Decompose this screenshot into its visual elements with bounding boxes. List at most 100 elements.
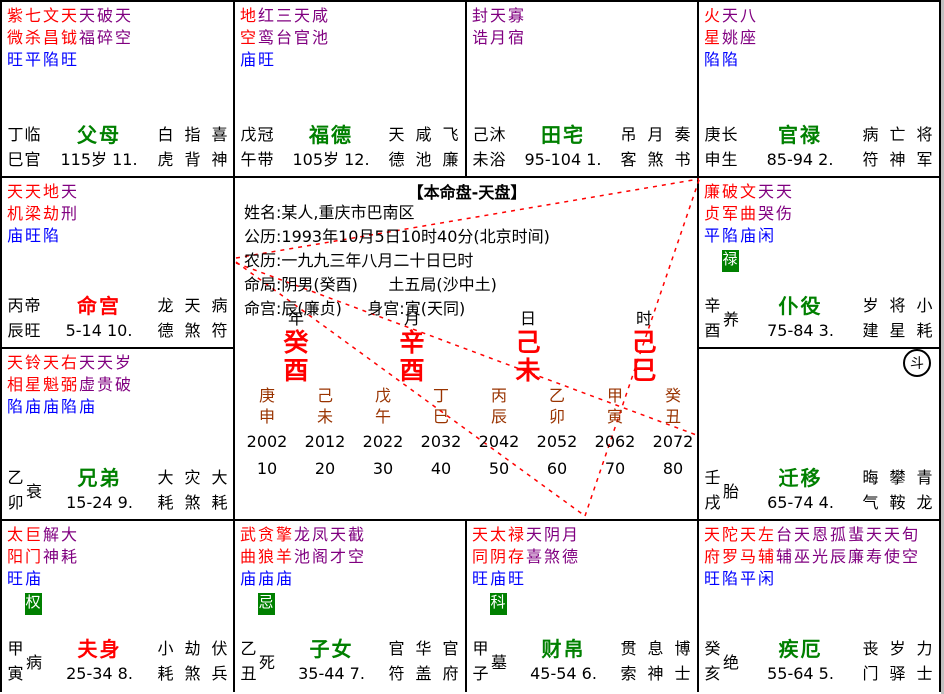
phase-char: 浴 [489, 150, 506, 169]
star-char: 台 [275, 28, 292, 47]
god: 攀鞍 [889, 465, 906, 515]
brightness: 旺 [471, 569, 488, 588]
star-char: 曲 [739, 204, 756, 223]
god-char: 龙 [916, 493, 933, 512]
decade-year: 2002 [246, 432, 288, 451]
star-char: 台 [775, 525, 792, 544]
branch-char: 寅 [7, 664, 24, 683]
star: 武曲庙 [239, 524, 257, 615]
life-phase: 衰 [26, 482, 43, 501]
palace-name: 夫身 [77, 637, 122, 661]
decade-stem: 丙 [490, 386, 507, 405]
star: 天伤 [775, 181, 793, 272]
star-char: 武 [239, 525, 256, 544]
god-char: 指 [184, 125, 201, 144]
star-char: 诰 [471, 28, 488, 47]
star-char: 天 [703, 525, 720, 544]
branch-char: 巳 [7, 150, 24, 169]
stem-branch: 甲子 [472, 636, 489, 686]
god-char: 息 [647, 639, 664, 658]
gods-list: 小耗劫煞伏兵 [157, 636, 228, 686]
star-char: 天 [78, 6, 95, 25]
star-char: 才 [329, 547, 346, 566]
star-char: 封 [471, 6, 488, 25]
star-char: 文 [42, 6, 59, 25]
brightness: 庙 [42, 397, 59, 416]
god-char: 耗 [211, 493, 228, 512]
star: 天机庙 [6, 181, 24, 247]
brightness: 庙 [739, 226, 756, 245]
star-char: 池 [311, 28, 328, 47]
age-range: 65-74 4. [767, 493, 834, 512]
decade-age: 60 [546, 459, 568, 478]
star-list: 廉贞平破军陷禄文曲庙天哭闲天伤 [703, 181, 793, 272]
star-char: 辅 [757, 547, 774, 566]
decade-year: 2072 [652, 432, 694, 451]
stem-branch: 丁巳 [7, 122, 24, 172]
star-char: 太 [6, 525, 23, 544]
star: 太阴庙科 [489, 524, 507, 615]
star-char: 三 [275, 6, 292, 25]
info-line: 命宫:辰(廉贞) 身宫:寅(天同) [244, 299, 466, 318]
god: 喜神 [211, 122, 228, 172]
god: 白虎 [157, 122, 174, 172]
star-char: 钺 [60, 28, 77, 47]
star-list: 天府旺陀罗陷天马平左辅闲台辅天巫恩光孤辰蜚廉天寿天使旬空 [703, 524, 919, 590]
star: 天福 [78, 5, 96, 71]
star: 咸池 [311, 5, 329, 71]
god: 晦气 [862, 465, 879, 515]
pillar-stem: 己 [515, 328, 541, 357]
star-list: 天相陷铃星庙天魁庙右弼陷天虚庙天贵岁破 [6, 352, 132, 418]
god-char: 符 [862, 150, 879, 169]
god-char: 飞 [442, 125, 459, 144]
star-char: 辅 [775, 547, 792, 566]
star-list: 封诰天月寡宿 [471, 5, 525, 49]
god-char: 客 [620, 150, 637, 169]
decade-age: 70 [604, 459, 626, 478]
god-char: 大 [211, 468, 228, 487]
gods-list: 丧门岁驿力士 [862, 636, 933, 686]
god-char: 青 [916, 468, 933, 487]
stem-char: 丙 [7, 296, 24, 315]
star-char: 阴 [489, 547, 506, 566]
age-range: 45-54 6. [530, 664, 597, 683]
star-char: 存 [507, 547, 524, 566]
god-char: 白 [157, 125, 174, 144]
god-char: 煞 [184, 664, 201, 683]
star: 太阳旺 [6, 524, 24, 615]
star-char: 贵 [96, 375, 113, 394]
brightness: 陷 [42, 50, 59, 69]
star: 擎羊庙 [275, 524, 293, 615]
life-phase: 沐浴 [489, 122, 506, 172]
star-char: 天 [471, 525, 488, 544]
star-char: 太 [489, 525, 506, 544]
branch-char: 戌 [704, 493, 721, 512]
grid-line [0, 0, 2, 692]
god: 吊客 [620, 122, 637, 172]
god-char: 鞍 [889, 493, 906, 512]
star: 天马平 [739, 524, 757, 590]
decade-ganzhi: 乙卯 [528, 385, 586, 427]
age-range: 15-24 9. [66, 493, 133, 512]
decade-ganzhi: 丁巳 [412, 385, 470, 427]
star: 紫微旺 [6, 5, 24, 71]
